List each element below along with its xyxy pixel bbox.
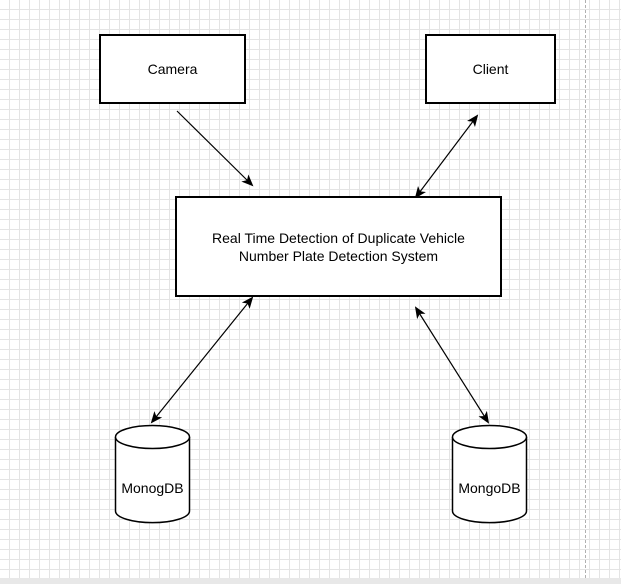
database-cylinder-icon <box>451 424 528 524</box>
client-node[interactable]: Client <box>425 34 556 104</box>
detection-system-node[interactable]: Real Time Detection of Duplicate Vehicle… <box>175 196 502 297</box>
database-node-left[interactable]: MonogDB <box>114 424 191 524</box>
edge-system-db-left[interactable] <box>150 296 254 424</box>
detection-system-node-label: Real Time Detection of Duplicate Vehicle… <box>212 229 465 264</box>
database-right-label: MongoDB <box>458 480 521 496</box>
camera-node[interactable]: Camera <box>99 34 246 104</box>
edge-camera-to-system[interactable] <box>176 110 254 187</box>
database-cylinder-icon <box>114 424 191 524</box>
edge-client-system[interactable] <box>414 114 479 199</box>
client-node-label: Client <box>472 61 509 77</box>
page-boundary-line <box>585 0 586 578</box>
edge-system-db-right[interactable] <box>414 306 490 424</box>
camera-node-label: Camera <box>147 61 198 77</box>
database-left-label: MonogDB <box>121 480 184 496</box>
horizontal-scrollbar-track[interactable] <box>0 578 621 584</box>
database-node-right[interactable]: MongoDB <box>451 424 528 524</box>
